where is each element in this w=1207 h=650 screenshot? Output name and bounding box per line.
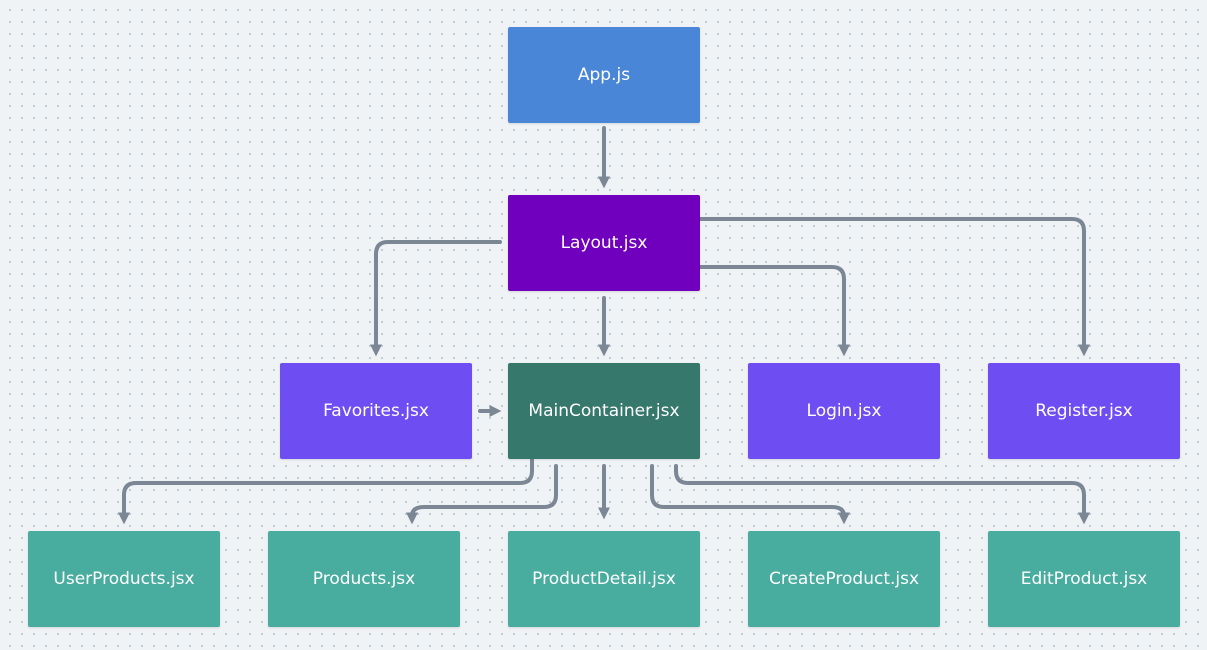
node-label: ProductDetail.jsx [532, 569, 676, 589]
node-label: App.js [577, 65, 631, 85]
node-product-detail-jsx[interactable]: ProductDetail.jsx [508, 531, 700, 627]
node-favorites-jsx[interactable]: Favorites.jsx [280, 363, 472, 459]
node-label: CreateProduct.jsx [768, 569, 920, 589]
connector-layout-to-login [698, 265, 850, 357]
node-app-js[interactable]: App.js [508, 27, 700, 123]
node-user-products-jsx[interactable]: UserProducts.jsx [28, 531, 220, 627]
node-label: Products.jsx [312, 569, 416, 589]
node-edit-product-jsx[interactable]: EditProduct.jsx [988, 531, 1180, 627]
connector-main-container-to-edit-product [674, 464, 1090, 525]
node-login-jsx[interactable]: Login.jsx [748, 363, 940, 459]
node-label: MainContainer.jsx [528, 401, 680, 421]
node-label: UserProducts.jsx [53, 569, 195, 589]
node-label: EditProduct.jsx [1020, 569, 1148, 589]
node-label: Register.jsx [1035, 401, 1133, 421]
connector-main-container-to-products [406, 464, 558, 525]
node-products-jsx[interactable]: Products.jsx [268, 531, 460, 627]
connector-layout-to-favorites [370, 240, 502, 357]
connector-main-container-to-create-product [650, 464, 850, 525]
connector-main-container-to-user-products [118, 458, 534, 525]
connector-layout-to-register [698, 217, 1090, 357]
node-label: Login.jsx [806, 401, 882, 421]
node-main-container-jsx[interactable]: MainContainer.jsx [508, 363, 700, 459]
node-register-jsx[interactable]: Register.jsx [988, 363, 1180, 459]
node-label: Favorites.jsx [323, 401, 429, 421]
node-label: Layout.jsx [560, 233, 648, 253]
node-create-product-jsx[interactable]: CreateProduct.jsx [748, 531, 940, 627]
node-layout-jsx[interactable]: Layout.jsx [508, 195, 700, 291]
